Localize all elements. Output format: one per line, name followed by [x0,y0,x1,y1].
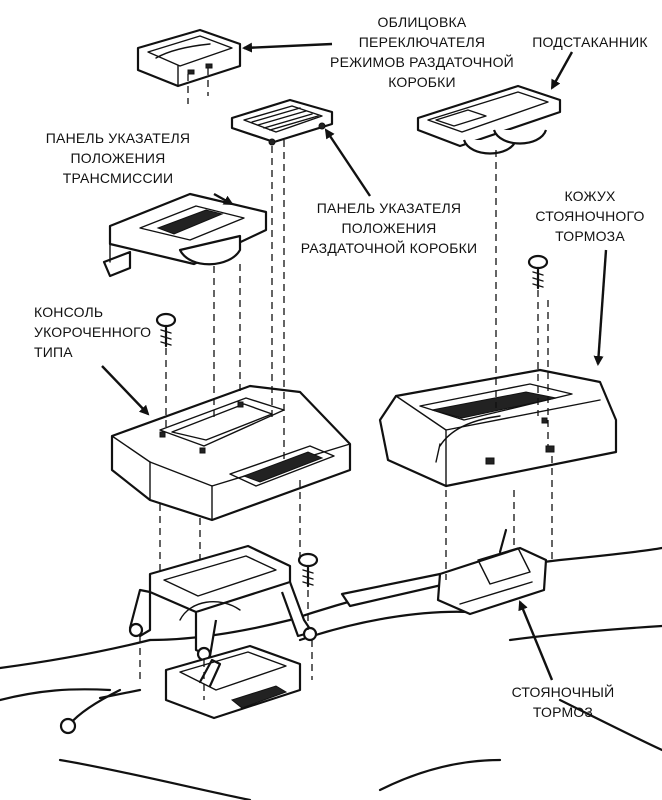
label-cup-holder: ПОДСТАКАННИК [520,32,660,52]
label-line: ТОРМОЗ [532,704,594,720]
transfer-indicator-panel [230,98,334,146]
label-line: ОБЛИЦОВКА [377,14,467,30]
label-line: УКОРОЧЕННОГО [34,324,152,340]
short-console [110,384,352,522]
label-parking-brake: СТОЯНОЧНЫЙ ТОРМОЗ [498,682,628,722]
label-line: ТИПА [34,344,73,360]
label-transfer-shift-bezel: ОБЛИЦОВКА ПЕРЕКЛЮЧАТЕЛЯ РЕЖИМОВ РАЗДАТОЧ… [322,12,522,92]
trans-indicator-panel [102,192,268,278]
transfer-shift-bezel [136,28,242,88]
label-line: ПОДСТАКАННИК [532,34,648,50]
label-arrows [101,42,608,681]
label-line: КОЖУХ [564,188,616,204]
assembly-guide-lines [139,68,553,700]
label-transfer-indicator-panel: ПАНЕЛЬ УКАЗАТЕЛЯ ПОЛОЖЕНИЯ РАЗДАТОЧНОЙ К… [294,198,484,258]
label-parking-brake-cover: КОЖУХ СТОЯНОЧНОГО ТОРМОЗА [520,186,660,246]
label-line: КОРОБКИ [388,74,456,90]
label-line: ПАНЕЛЬ УКАЗАТЕЛЯ [316,200,462,216]
label-trans-indicator-panel: ПАНЕЛЬ УКАЗАТЕЛЯ ПОЛОЖЕНИЯ ТРАНСМИССИИ [18,128,218,188]
screw-right [527,254,549,290]
label-line: ПАНЕЛЬ УКАЗАТЕЛЯ [45,130,191,146]
label-line: ПОЛОЖЕНИЯ [341,220,437,236]
parking-brake-lever [340,528,548,616]
label-line: ПЕРЕКЛЮЧАТЕЛЯ [358,34,486,50]
label-line: РАЗДАТОЧНОЙ КОРОБКИ [300,240,478,256]
label-line: СТОЯНОЧНЫЙ [511,684,615,700]
label-line: СТОЯНОЧНОГО [535,208,645,224]
screw-left [155,312,177,348]
console-bracket [128,544,318,662]
screw-bracket [297,552,319,588]
label-line: ТРАНСМИССИИ [62,170,174,186]
label-line: ТОРМОЗА [555,228,625,244]
label-line: РЕЖИМОВ РАЗДАТОЧНОЙ [330,54,514,70]
label-line: КОНСОЛЬ [34,304,104,320]
floor-tunnel-outline [0,546,662,800]
label-line: ПОЛОЖЕНИЯ [70,150,166,166]
cup-holder [416,84,562,155]
parking-brake-cover [378,368,618,488]
label-short-console: КОНСОЛЬ УКОРОЧЕННОГО ТИПА [34,302,194,362]
